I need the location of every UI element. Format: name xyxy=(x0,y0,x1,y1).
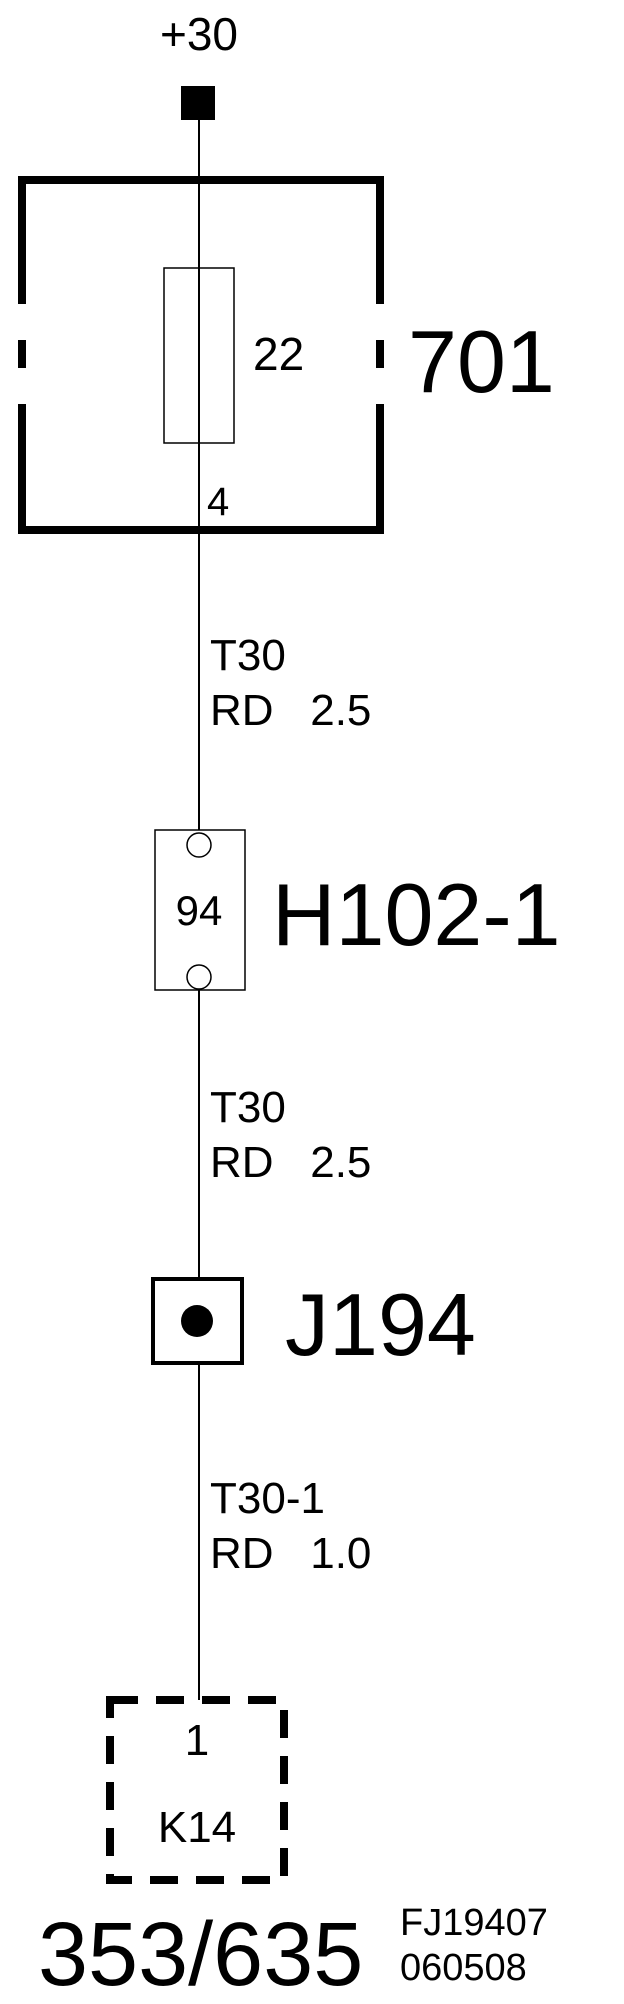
wire-3-color-gauge: RD 1.0 xyxy=(210,1529,371,1578)
wire-2-circuit: T30 xyxy=(210,1083,286,1132)
component-outline xyxy=(106,1696,288,1884)
connector-id: H102-1 xyxy=(272,865,561,964)
fuse-box-701: 22 4 701 xyxy=(18,176,555,534)
connector-pin-bottom-icon xyxy=(186,964,212,990)
wire-1-color-gauge: RD 2.5 xyxy=(210,686,371,735)
page-reference: 353/635 xyxy=(38,1905,363,2004)
connector-h102-1: 94 H102-1 xyxy=(154,829,561,991)
component-pin: 1 xyxy=(185,1716,209,1765)
wire-1-circuit: T30 xyxy=(210,631,286,680)
wire-2-color-gauge: RD 2.5 xyxy=(210,1138,371,1187)
supply-terminal-icon xyxy=(181,86,215,120)
fuse-pin: 4 xyxy=(207,480,229,524)
supply-label: +30 xyxy=(160,8,238,60)
document-date: 060508 xyxy=(400,1947,527,1989)
document-code: FJ19407 xyxy=(400,1902,548,1944)
fuse-box-outline xyxy=(18,176,384,534)
wire-3-circuit: T30-1 xyxy=(210,1474,325,1523)
connector-pin-top-icon xyxy=(186,832,212,858)
connector-pin-number: 94 xyxy=(176,887,223,934)
fuse-box-id: 701 xyxy=(408,312,555,411)
junction-j194: J194 xyxy=(151,1275,476,1374)
junction-dot-icon xyxy=(181,1305,213,1337)
fuse-number: 22 xyxy=(253,328,304,380)
component-id: K14 xyxy=(158,1803,236,1852)
junction-id: J194 xyxy=(285,1275,476,1374)
component-k14: 1 K14 xyxy=(106,1696,288,1884)
